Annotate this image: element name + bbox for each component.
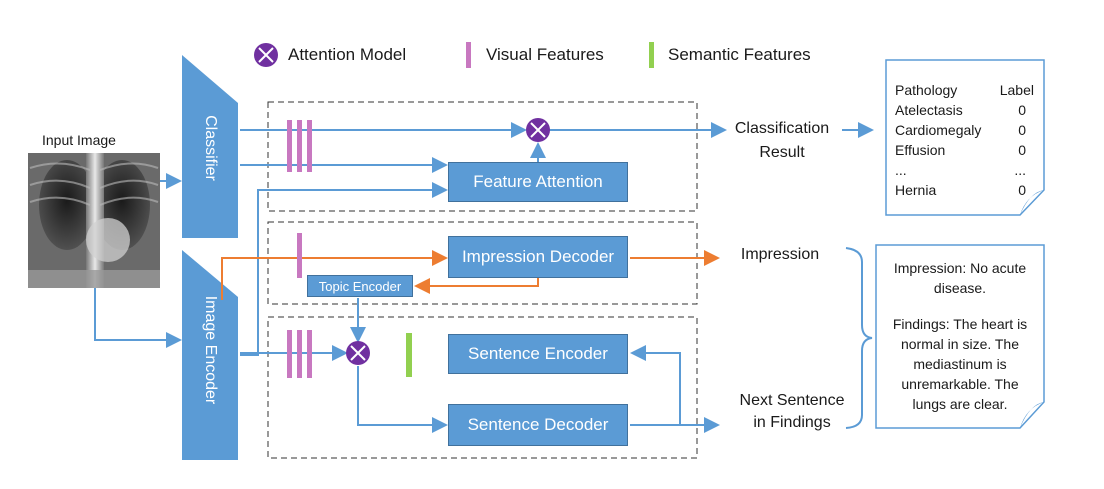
- impression-decoder-box: Impression Decoder: [448, 236, 628, 278]
- input-xray-image: [28, 153, 160, 288]
- next-sentence-line2: in Findings: [753, 414, 831, 431]
- findings-module-border: [267, 316, 698, 459]
- next-sentence-line1: Next Sentence: [739, 392, 845, 409]
- visual-feature-bar: [307, 330, 312, 378]
- legend-attention-icon: [254, 43, 278, 67]
- topic-encoder-box: Topic Encoder: [307, 275, 413, 297]
- visual-feature-bar: [307, 120, 312, 172]
- legend-visual-label: Visual Features: [486, 45, 604, 64]
- report-text: Impression: No acute disease. Findings: …: [880, 258, 1040, 414]
- attention-node: [526, 118, 550, 142]
- report-impression-line: Impression: No acute: [893, 260, 1027, 276]
- visual-feature-bar: [287, 120, 292, 172]
- image-encoder-label: Image Encoder: [202, 295, 219, 405]
- classifier-shape: [182, 55, 238, 238]
- table-row: Atelectasis 0: [895, 102, 1026, 118]
- table-row: Effusion 0: [895, 142, 1026, 158]
- next-sentence-output-label: Next Sentence in Findings: [722, 392, 862, 432]
- classification-module-border: [267, 101, 698, 212]
- legend-visual-swatch: [466, 42, 471, 68]
- legend-semantic-label: Semantic Features: [668, 45, 811, 64]
- feature-attention-box: Feature Attention: [448, 162, 628, 202]
- attention-node: [346, 341, 370, 365]
- report-document: [875, 244, 1045, 429]
- classification-output-label: Classification Result: [722, 120, 842, 162]
- image-encoder-shape: [182, 250, 238, 460]
- label-table: Pathology Label Atelectasis 0 Cardiomega…: [895, 80, 1040, 200]
- report-findings-line: Findings: The heart is: [892, 316, 1028, 332]
- visual-feature-bar: [297, 330, 302, 378]
- report-findings-line: unremarkable. The: [901, 376, 1019, 392]
- brace: [845, 247, 873, 429]
- input-image-label: Input Image: [42, 132, 116, 148]
- visual-feature-bar: [297, 233, 302, 278]
- table-row: ... ...: [895, 162, 1026, 178]
- legend-attention-label: Attention Model: [288, 45, 407, 64]
- visual-feature-bar: [287, 330, 292, 378]
- classifier-label: Classifier: [202, 115, 219, 181]
- report-findings-line: normal in size. The: [900, 336, 1019, 352]
- report-findings-line: lungs are clear.: [912, 396, 1008, 412]
- sentence-encoder-box: Sentence Encoder: [448, 334, 628, 374]
- label-table-header: Pathology Label: [895, 82, 1034, 98]
- visual-feature-bar: [297, 120, 302, 172]
- legend-semantic-swatch: [649, 42, 654, 68]
- semantic-feature-bar: [406, 333, 412, 377]
- impression-module-border: [267, 221, 698, 305]
- classification-line2: Result: [759, 144, 805, 161]
- sentence-decoder-box: Sentence Decoder: [448, 404, 628, 446]
- classification-line1: Classification: [734, 120, 830, 137]
- label-table-document: [885, 59, 1045, 216]
- table-row: Cardiomegaly 0: [895, 122, 1026, 138]
- impression-output-label: Impression: [740, 246, 820, 263]
- table-row: Hernia 0: [895, 182, 1026, 198]
- report-findings-line: mediastinum is: [913, 356, 1007, 372]
- report-impression-line: disease.: [933, 280, 987, 296]
